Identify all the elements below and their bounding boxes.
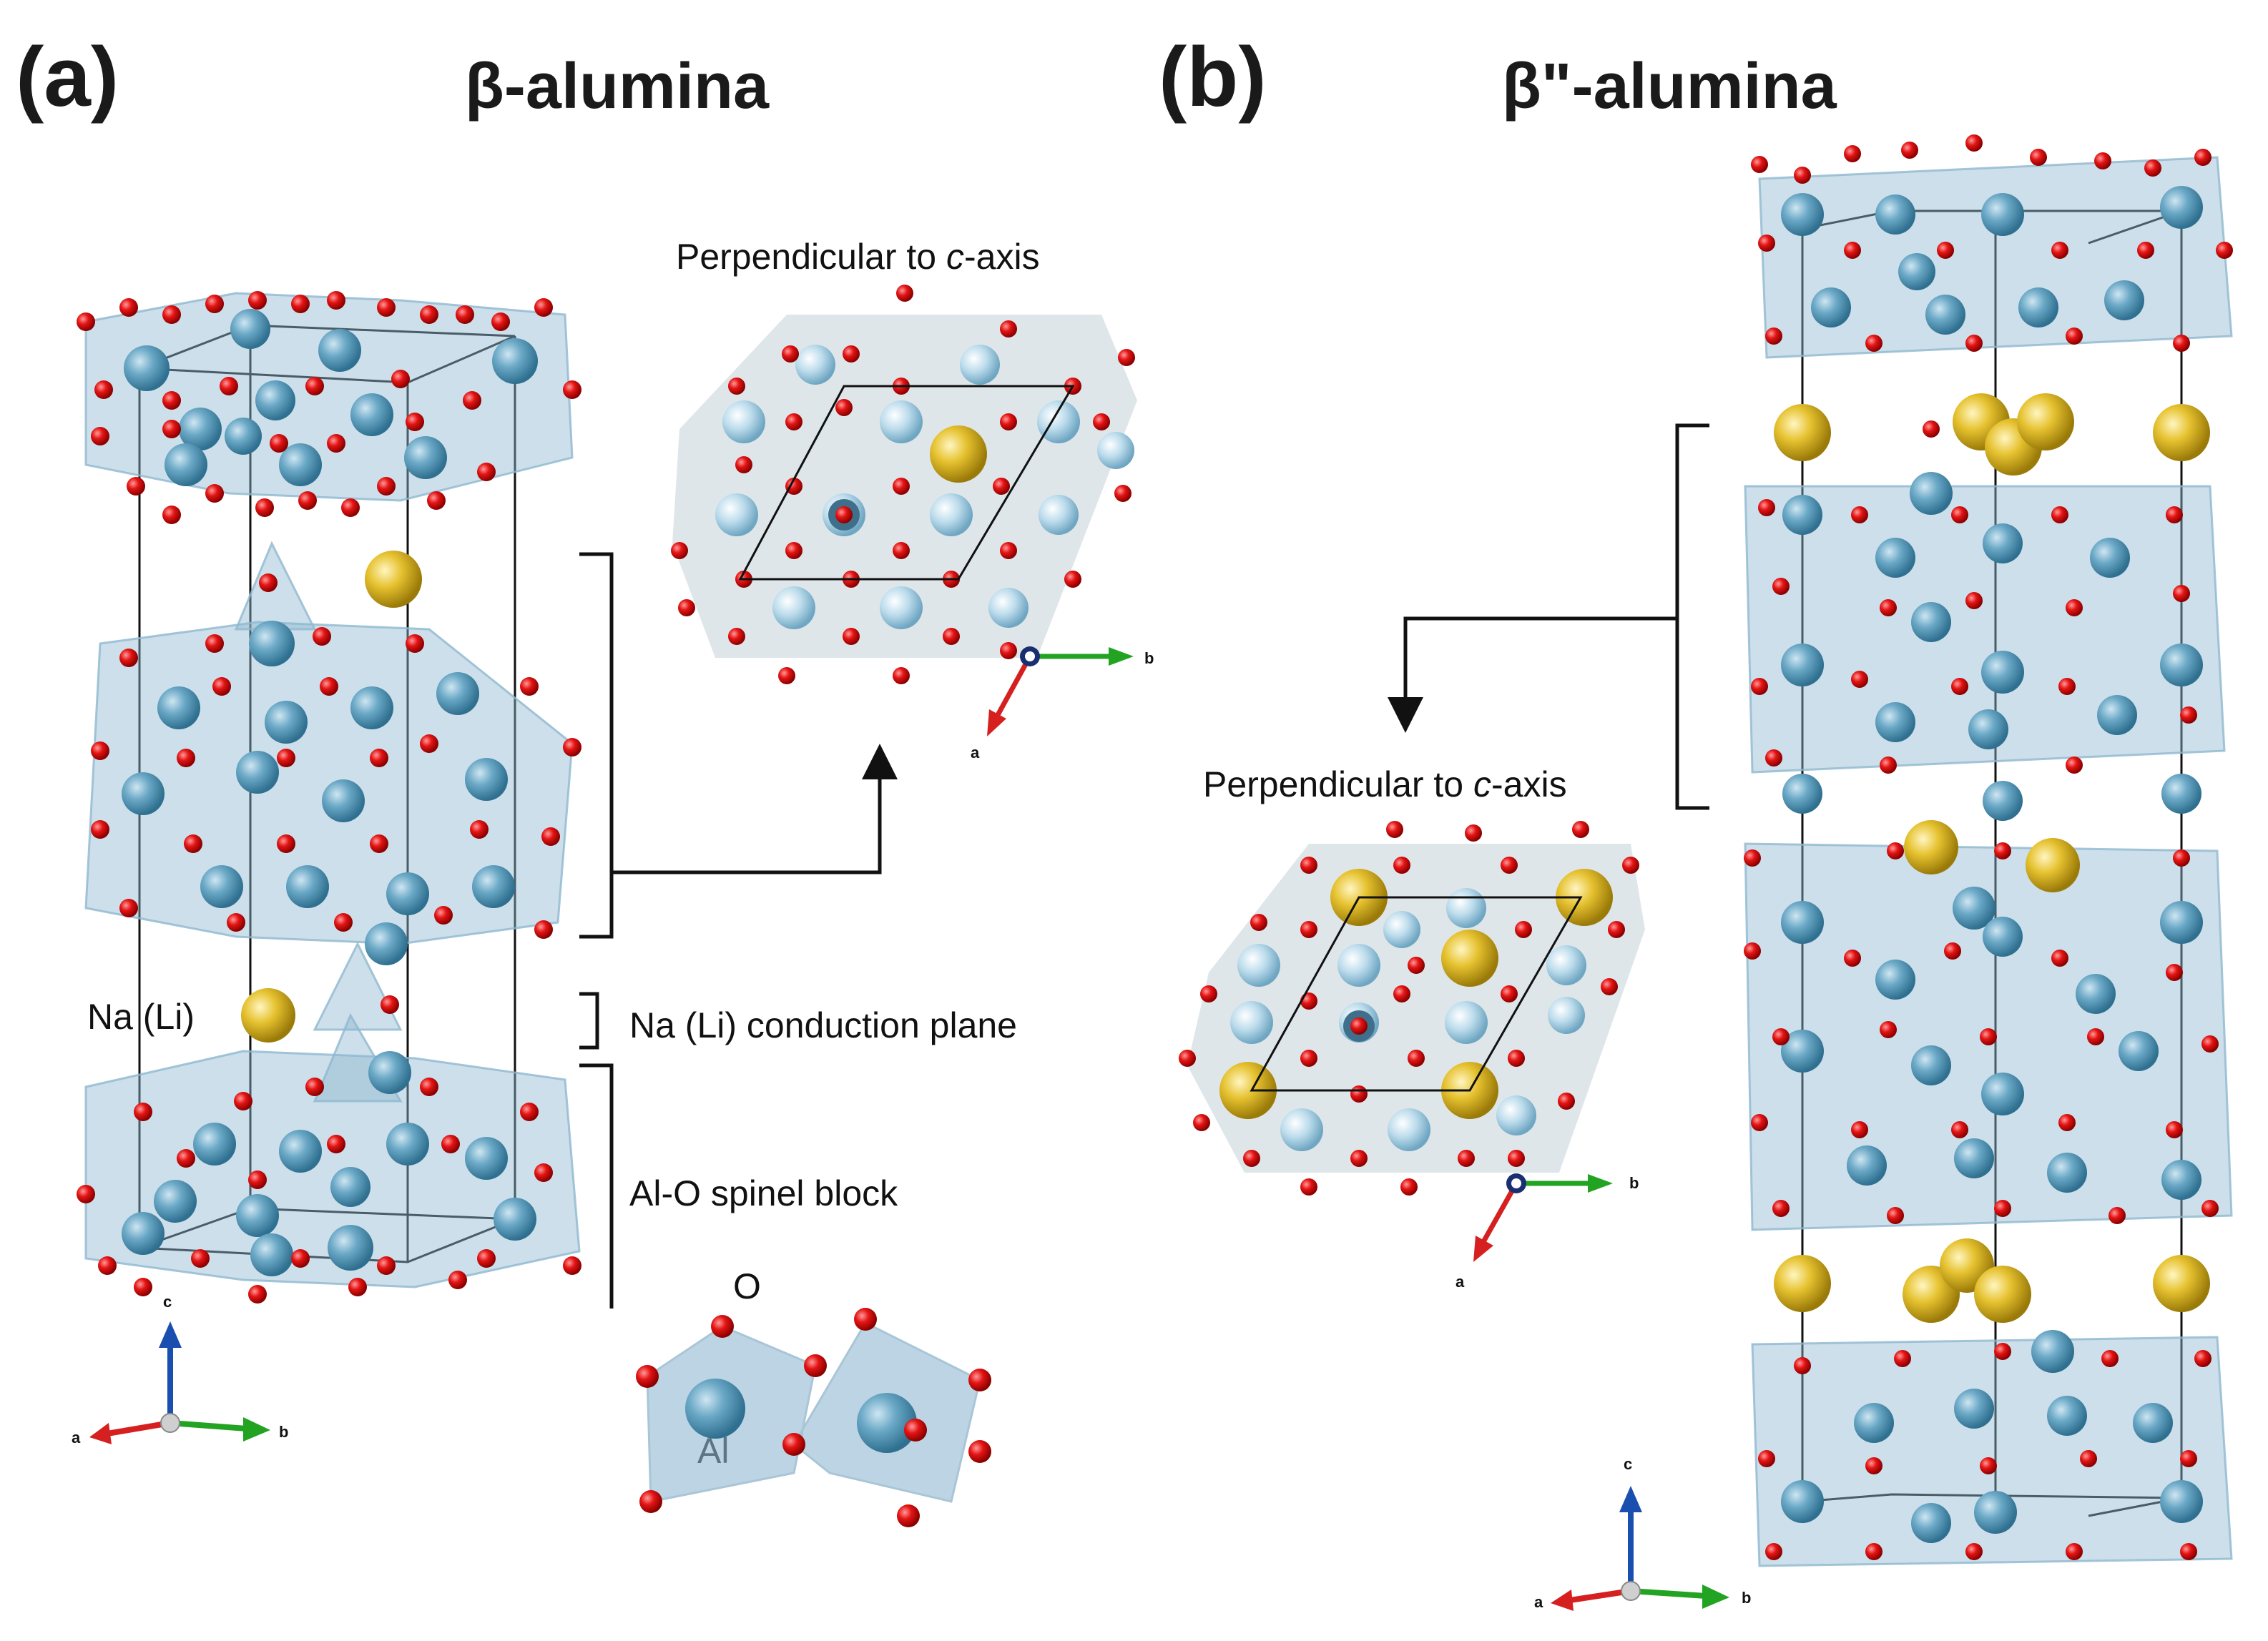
panel-b-bracket bbox=[1403, 423, 1709, 810]
panel-a-brackets bbox=[579, 552, 882, 1309]
panel-a-projection-caption: Perpendicular to c-axis bbox=[676, 237, 1040, 277]
na-li-legend-label: Na (Li) bbox=[87, 997, 195, 1037]
panel-a-crystal bbox=[77, 291, 581, 1304]
panel-a-label: (a) bbox=[16, 30, 119, 124]
na-li-legend-atom bbox=[241, 988, 295, 1043]
axis-c-label-b: c bbox=[1624, 1455, 1633, 1473]
panel-b-projection-caption: Perpendicular to c-axis bbox=[1203, 764, 1567, 804]
panel-a-projection-axes bbox=[987, 646, 1134, 736]
panel-b-crystal bbox=[1744, 134, 2233, 1567]
conduction-plane-label: Na (Li) conduction plane bbox=[629, 1005, 1017, 1045]
sodium-atom bbox=[365, 551, 422, 608]
panel-b-axes-triad bbox=[1551, 1486, 1729, 1611]
panel-b-projection bbox=[1179, 821, 1645, 1196]
axis-b-label-a: b bbox=[279, 1423, 289, 1441]
panel-a-projection bbox=[671, 285, 1137, 684]
panel-b-title: β"-alumina bbox=[1502, 51, 1837, 122]
oxygen-atom-label: O bbox=[733, 1266, 761, 1306]
axis-a-label-b: a bbox=[1534, 1593, 1543, 1611]
al-o-octahedra-example bbox=[636, 1308, 991, 1527]
axis-b-label-a-projection: b bbox=[1144, 649, 1154, 667]
axis-a-label-a-projection: a bbox=[971, 744, 980, 762]
axis-c-label-a: c bbox=[163, 1293, 172, 1311]
axis-a-label-a: a bbox=[72, 1429, 81, 1447]
panel-a-title: β-alumina bbox=[465, 51, 769, 122]
axis-a-label-b-projection: a bbox=[1455, 1273, 1465, 1291]
panel-a-axes-triad bbox=[89, 1321, 270, 1444]
panel-b-projection-axes bbox=[1473, 1173, 1613, 1262]
axis-b-label-b: b bbox=[1742, 1589, 1752, 1607]
spinel-block-label: Al-O spinel block bbox=[629, 1173, 898, 1213]
axis-b-label-b-projection: b bbox=[1629, 1174, 1639, 1192]
panel-b-label: (b) bbox=[1159, 30, 1267, 124]
